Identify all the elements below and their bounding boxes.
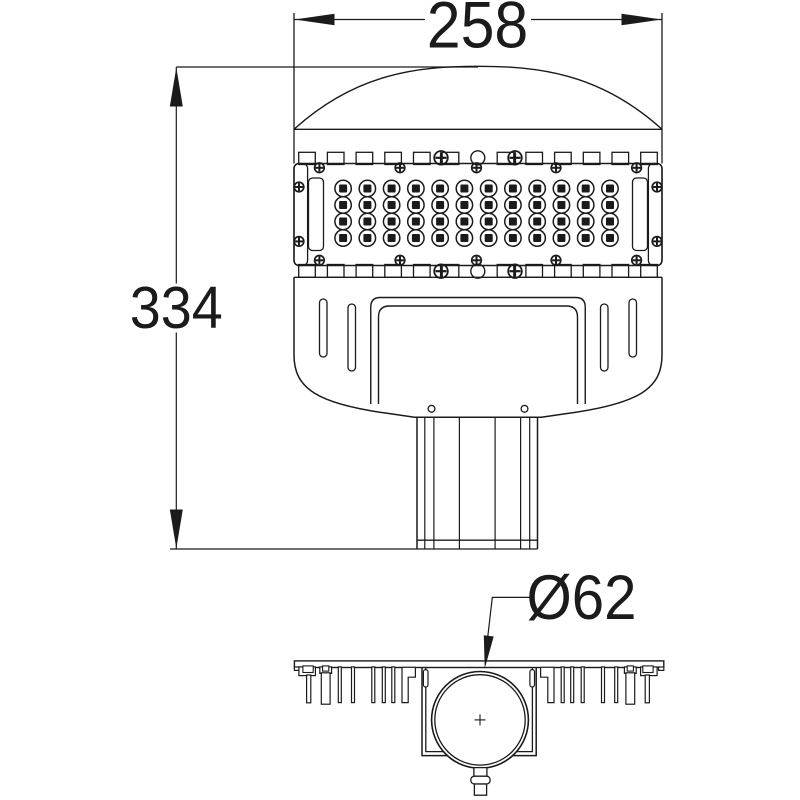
svg-text:258: 258 (427, 0, 529, 62)
svg-text:334: 334 (130, 275, 223, 341)
svg-text:Ø62: Ø62 (527, 563, 637, 633)
